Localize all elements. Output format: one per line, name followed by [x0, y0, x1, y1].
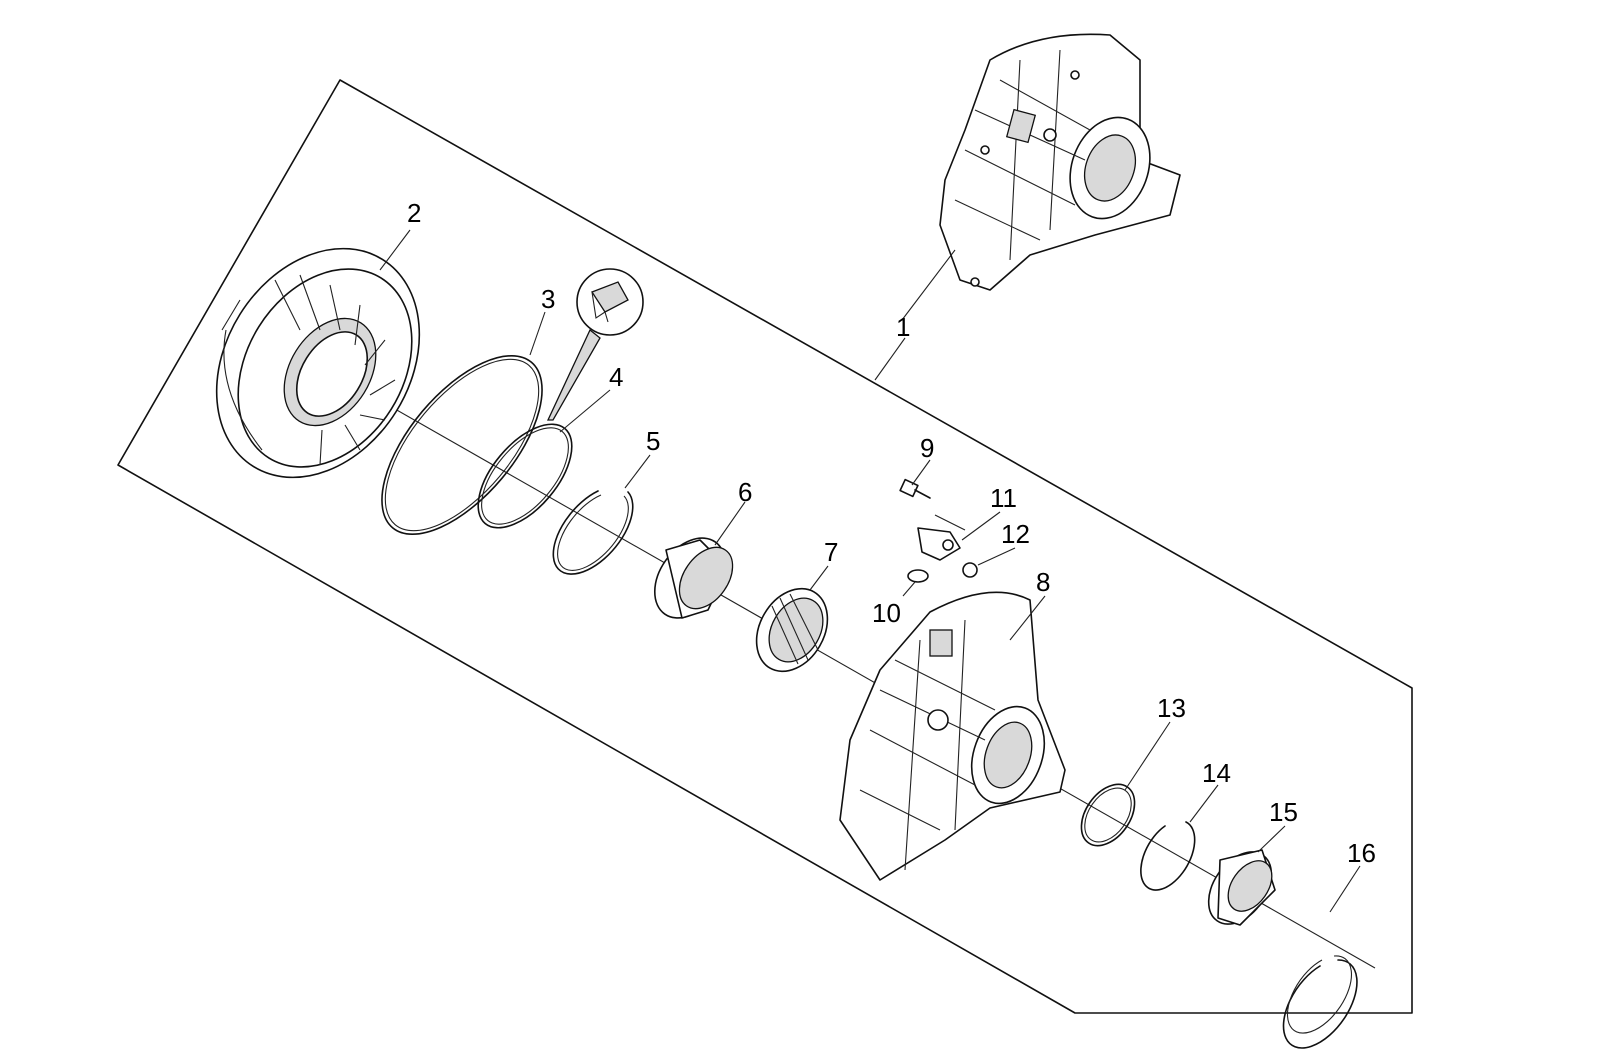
callout-2: 2	[407, 198, 421, 228]
part-5-snap-ring	[552, 490, 634, 575]
callout-1: 1	[896, 312, 910, 342]
part-16-retaining-ring	[1282, 955, 1358, 1049]
callout-8: 8	[1036, 567, 1050, 597]
callout-7: 7	[824, 537, 838, 567]
callout-4: 4	[609, 362, 623, 392]
callout-6: 6	[738, 477, 752, 507]
callout-10: 10	[872, 598, 901, 628]
part-1-case-housing	[939, 33, 1181, 291]
part-9-bolt	[899, 478, 931, 499]
center-axis	[294, 351, 1376, 969]
part-15-bearing	[1207, 849, 1276, 926]
part-3-seal-ring	[381, 354, 543, 536]
assembly-boundary	[117, 79, 1413, 1014]
part-8-housing	[839, 591, 1066, 881]
callout-16: 16	[1347, 838, 1376, 868]
part-2-pump-cover	[215, 247, 421, 479]
callout-15: 15	[1269, 797, 1298, 827]
part-11-sensor	[917, 514, 966, 561]
callout-5: 5	[646, 426, 660, 456]
callout-9: 9	[920, 433, 934, 463]
part-6-bearing-race	[653, 537, 734, 619]
callout-12: 12	[1001, 519, 1030, 549]
part-10-sleeve	[907, 569, 929, 583]
part-12-o-ring	[962, 562, 978, 578]
part-14-snap-ring	[1140, 821, 1196, 891]
callout-labels: 1 2 3 4 5 6 7 8 9 10 11 12 13 14 15 16	[407, 198, 1376, 868]
callout-13: 13	[1157, 693, 1186, 723]
part-4-seal-ring	[477, 268, 644, 529]
leader-lines	[379, 229, 1361, 913]
callout-3: 3	[541, 284, 555, 314]
callout-14: 14	[1202, 758, 1231, 788]
callout-11: 11	[990, 483, 1017, 513]
part-13-ring	[1080, 783, 1136, 847]
part-7-gear	[755, 587, 829, 673]
